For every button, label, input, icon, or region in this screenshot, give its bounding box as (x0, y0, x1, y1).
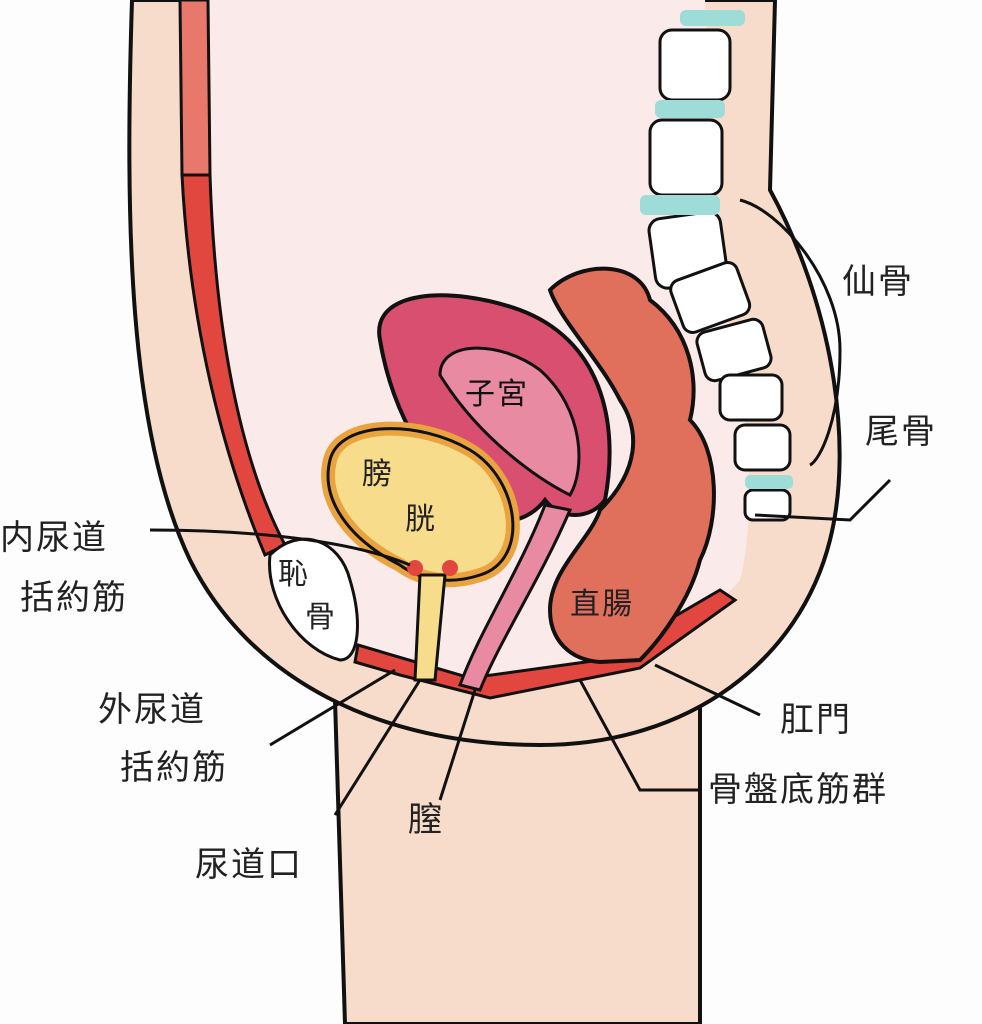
uterus-inner (438, 346, 581, 497)
label-internal-sphincter-2: 括約筋 (20, 578, 128, 618)
internal-sphincter (407, 560, 423, 576)
vagina (458, 503, 573, 692)
label-pelvic-floor: 骨盤底筋群 (708, 770, 888, 810)
label-external-sphincter-2: 括約筋 (120, 748, 228, 788)
label-rectum: 直腸 (570, 587, 634, 622)
intervertebral-discs (640, 10, 793, 489)
label-bladder-1: 膀 (362, 457, 394, 492)
label-pubis-1: 恥 (278, 557, 310, 592)
label-anus: 肛門 (780, 700, 852, 740)
rectum (547, 266, 716, 665)
label-bladder-2: 胱 (405, 502, 437, 537)
pelvic-floor-muscle (353, 588, 738, 700)
label-internal-sphincter-1: 内尿道 (0, 518, 108, 558)
label-sacrum: 仙骨 (842, 262, 914, 302)
label-vagina: 膣 (408, 800, 444, 840)
label-urethral-opening: 尿道口 (195, 845, 303, 885)
abdominal-muscle-upper (178, 0, 212, 177)
label-coccyx: 尾骨 (865, 412, 937, 452)
leader-lines (149, 198, 892, 816)
label-uterus: 子宮 (465, 377, 529, 412)
label-external-sphincter-1: 外尿道 (98, 690, 206, 730)
urethra (413, 573, 447, 682)
label-pubis-2: 骨 (305, 600, 337, 635)
thigh (332, 698, 702, 1024)
